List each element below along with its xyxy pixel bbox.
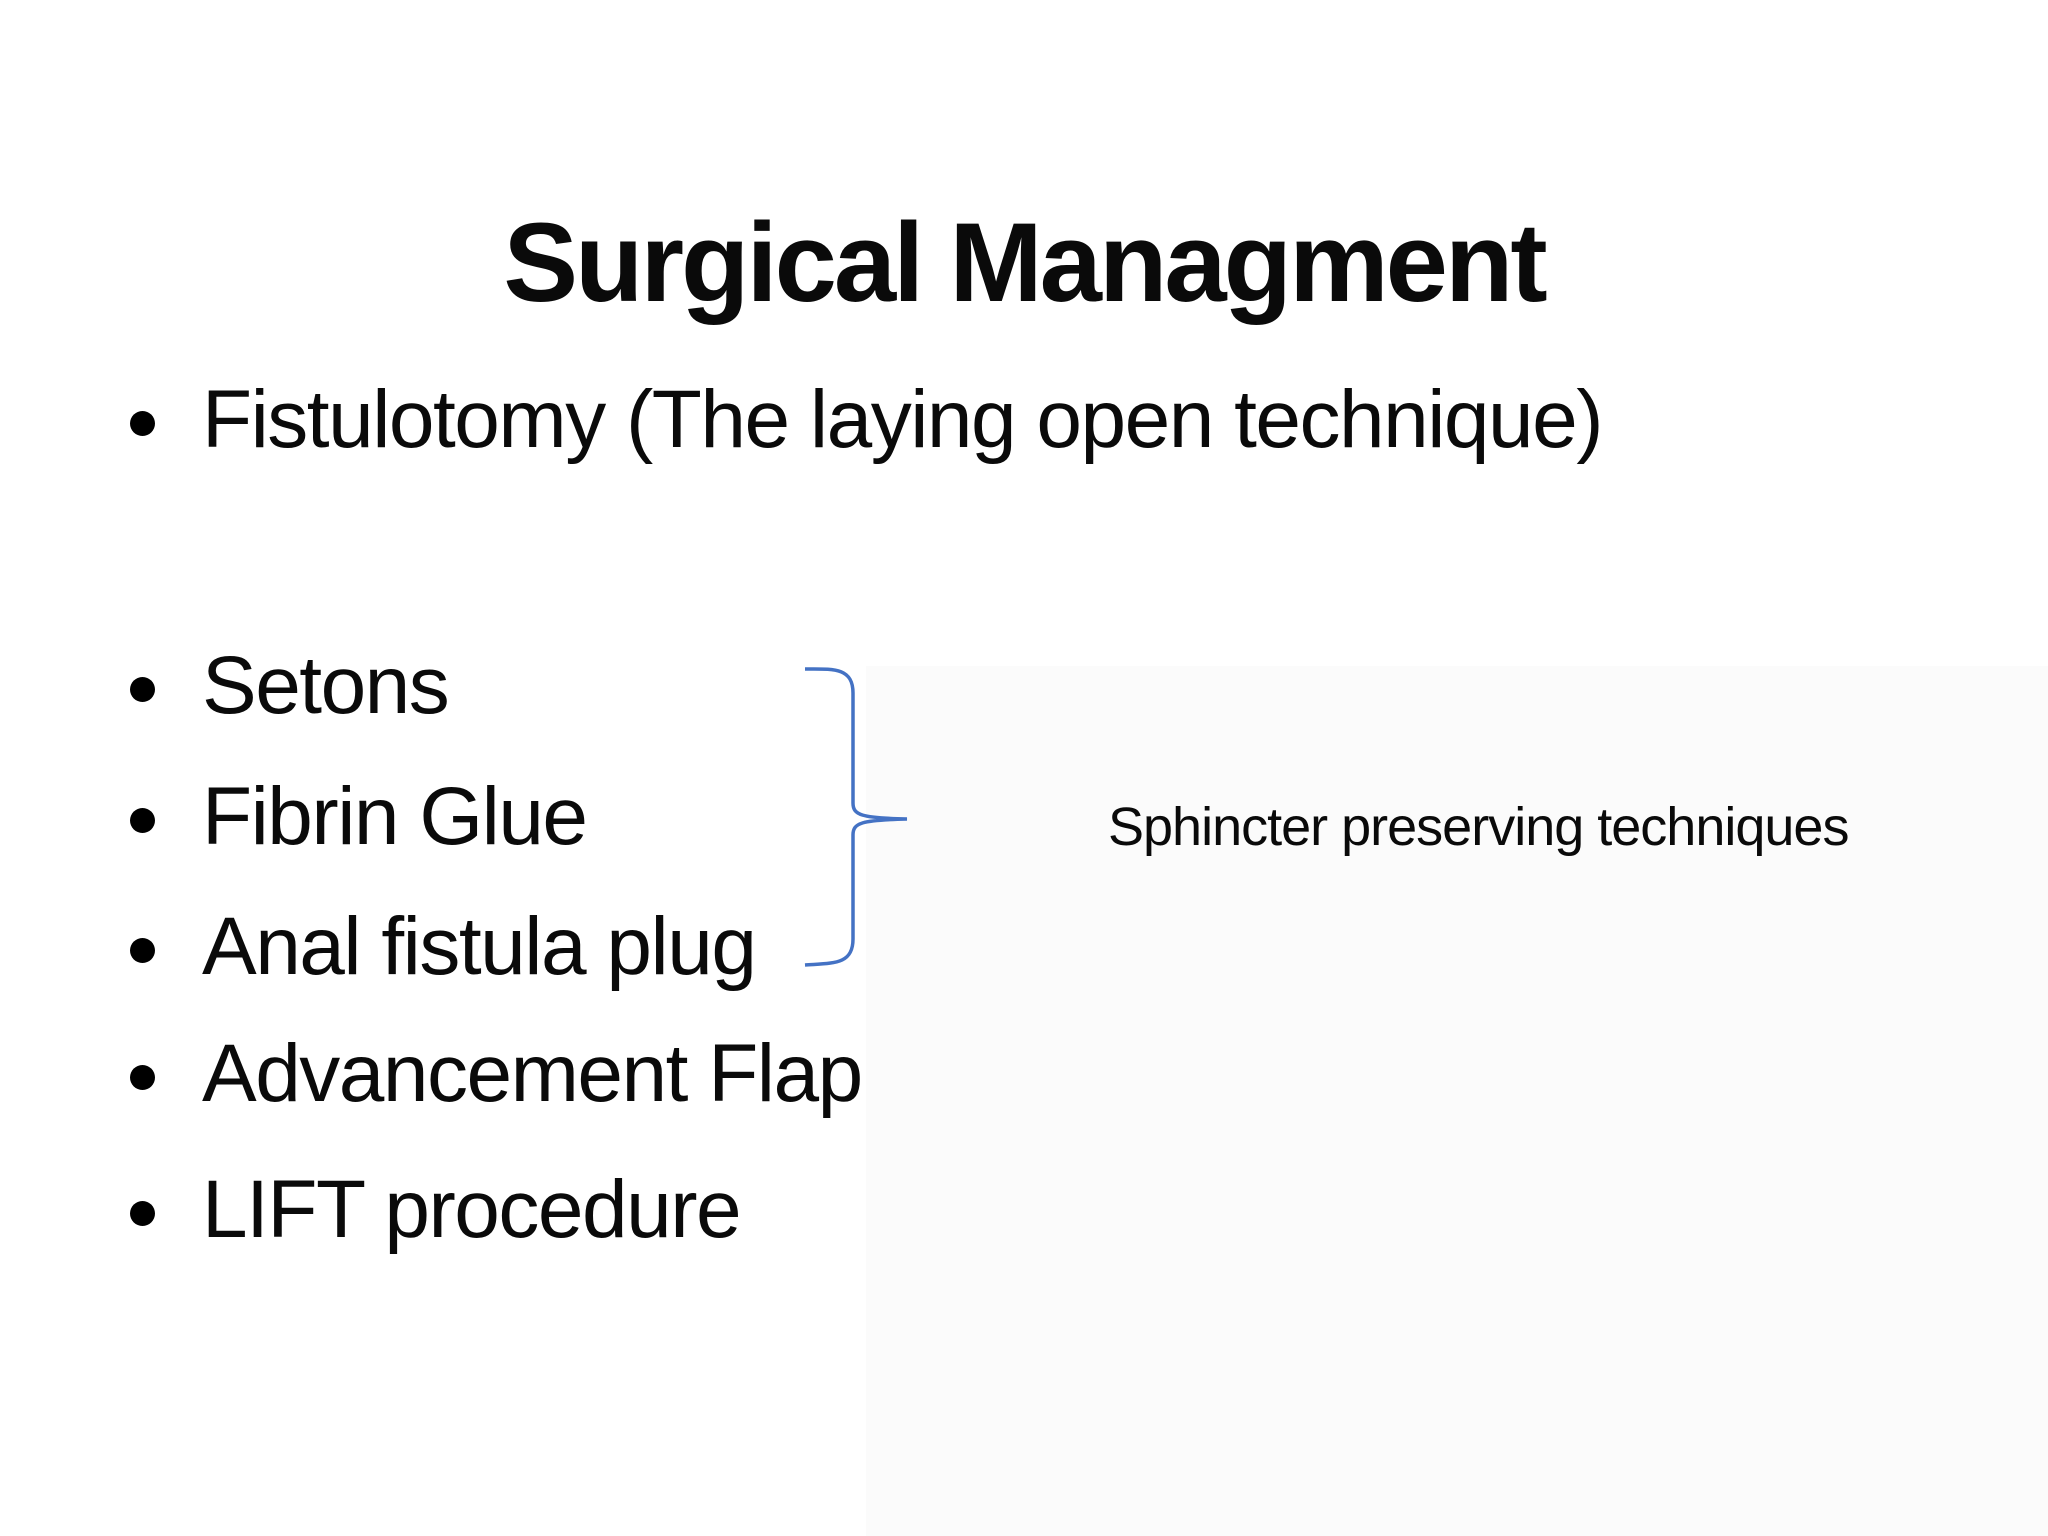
- list-item-anal-fistula-plug: Anal fistula plug: [126, 906, 757, 988]
- list-item-label: Fibrin Glue: [202, 771, 588, 862]
- list-item-fibrin-glue: Fibrin Glue: [126, 776, 588, 858]
- list-item-fistulotomy: Fistulotomy (The laying open technique): [126, 379, 1604, 461]
- list-item-label: Anal fistula plug: [202, 901, 757, 992]
- curly-brace-path: [804, 667, 908, 967]
- slide-title: Surgical Managment: [503, 200, 1547, 326]
- bullet-icon: [130, 677, 155, 702]
- list-item-advancement-flap: Advancement Flap: [126, 1033, 863, 1115]
- list-item-label: Setons: [202, 640, 450, 731]
- list-item-label: Advancement Flap: [202, 1028, 863, 1119]
- bullet-icon: [130, 938, 155, 963]
- background-shade: [866, 666, 2048, 1536]
- list-item-setons: Setons: [126, 645, 450, 727]
- list-item-label: LIFT procedure: [202, 1164, 742, 1255]
- list-item-label: Fistulotomy (The laying open technique): [202, 374, 1604, 465]
- annotation-sphincter-preserving: Sphincter preserving techniques: [1108, 797, 1849, 857]
- bullet-icon: [130, 808, 155, 833]
- list-item-lift-procedure: LIFT procedure: [126, 1169, 742, 1251]
- curly-brace-icon: [804, 667, 908, 967]
- bullet-icon: [130, 411, 155, 436]
- bullet-icon: [130, 1065, 155, 1090]
- bullet-icon: [130, 1201, 155, 1226]
